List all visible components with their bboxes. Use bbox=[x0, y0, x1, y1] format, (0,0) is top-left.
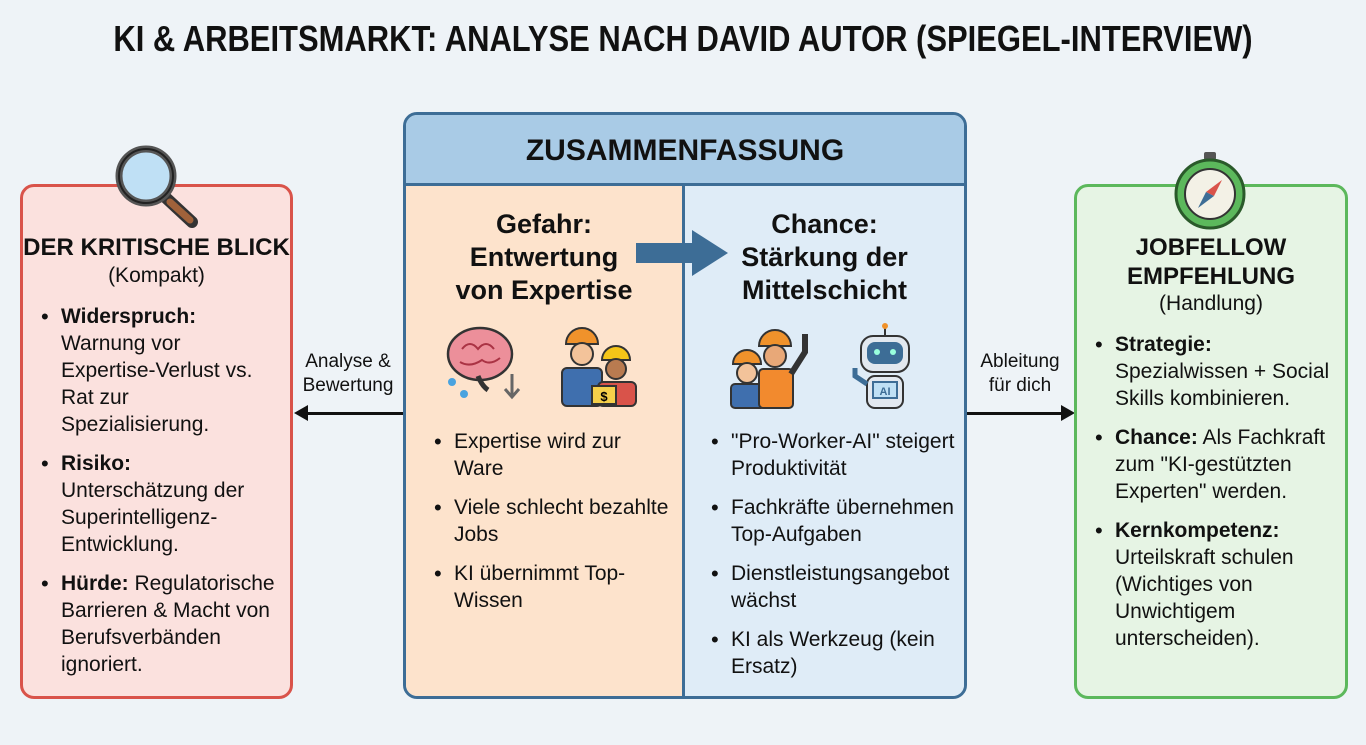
list-item: Viele schlecht bezahlte Jobs bbox=[430, 494, 676, 548]
analysis-label: Analyse & Bewertung bbox=[302, 351, 394, 396]
middle-class-workers-icon bbox=[730, 329, 808, 409]
danger-subheading: Entwertung von Expertise bbox=[455, 242, 633, 305]
critical-view-heading: DER KRITISCHE BLICK bbox=[23, 234, 290, 261]
jobfellow-heading: JOBFELLOW EMPFEHLUNG bbox=[1127, 234, 1295, 290]
list-item: Dienstleistungsangebot wächst bbox=[707, 560, 962, 614]
arrow-right bbox=[967, 405, 1075, 421]
list-item: "Pro-Worker-AI" steigert Produktivität bbox=[707, 428, 962, 482]
list-item: Widerspruch:Warnung vor Expertise-Verlus… bbox=[37, 303, 280, 438]
list-item: Fachkräfte übernehmen Top-Aufgaben bbox=[707, 494, 962, 548]
arrow-right-icon bbox=[636, 230, 728, 276]
dollar-sign: $ bbox=[600, 389, 608, 404]
derivation-label: Ableitung für dich bbox=[980, 351, 1060, 396]
danger-heading: Gefahr: bbox=[495, 209, 593, 239]
chance-column: Chance: Stärkung der Mittelschicht AI "P… bbox=[685, 186, 964, 696]
list-item: Risiko:Unterschätzung der Superintellige… bbox=[37, 450, 280, 558]
brain-icon bbox=[446, 326, 521, 400]
list-item: Hürde: Regulatorische Barrieren & Macht … bbox=[37, 570, 280, 678]
critical-view-panel: DER KRITISCHE BLICK (Kompakt) Widerspruc… bbox=[20, 184, 293, 699]
arrow-left bbox=[294, 405, 403, 421]
list-item: KI übernimmt Top-Wissen bbox=[430, 560, 676, 614]
chance-subheading: Stärkung der Mittelschicht bbox=[741, 242, 908, 305]
list-item: Kernkompetenz:Urteilskraft schulen (Wich… bbox=[1091, 517, 1339, 652]
page-title: KI & ARBEITSMARKT: ANALYSE NACH DAVID AU… bbox=[113, 18, 1253, 59]
list-item: Chance: Als Fachkraft zum "KI-gestützten… bbox=[1091, 424, 1339, 505]
chance-heading: Chance: bbox=[771, 209, 878, 239]
list-item: KI als Werkzeug (kein Ersatz) bbox=[707, 626, 962, 680]
critical-view-sub: (Kompakt) bbox=[108, 264, 205, 287]
robot-icon: AI bbox=[852, 323, 910, 409]
list-item: Strategie:Spezialwissen + Social Skills … bbox=[1091, 331, 1339, 412]
workers-icon: $ bbox=[561, 327, 637, 407]
magnifier-icon bbox=[115, 145, 198, 228]
jobfellow-panel: JOBFELLOW EMPFEHLUNG (Handlung) Strategi… bbox=[1074, 184, 1348, 699]
jobfellow-sub: (Handlung) bbox=[1159, 292, 1263, 315]
danger-column: Gefahr: Entwertung von Expertise $ Exper… bbox=[406, 186, 685, 696]
list-item: Expertise wird zur Ware bbox=[430, 428, 676, 482]
summary-panel: ZUSAMMENFASSUNG Gefahr: Entwertung von E… bbox=[403, 112, 967, 699]
summary-heading: ZUSAMMENFASSUNG bbox=[406, 115, 964, 186]
robot-ai-label: AI bbox=[880, 386, 891, 398]
compass-icon bbox=[1174, 152, 1246, 230]
